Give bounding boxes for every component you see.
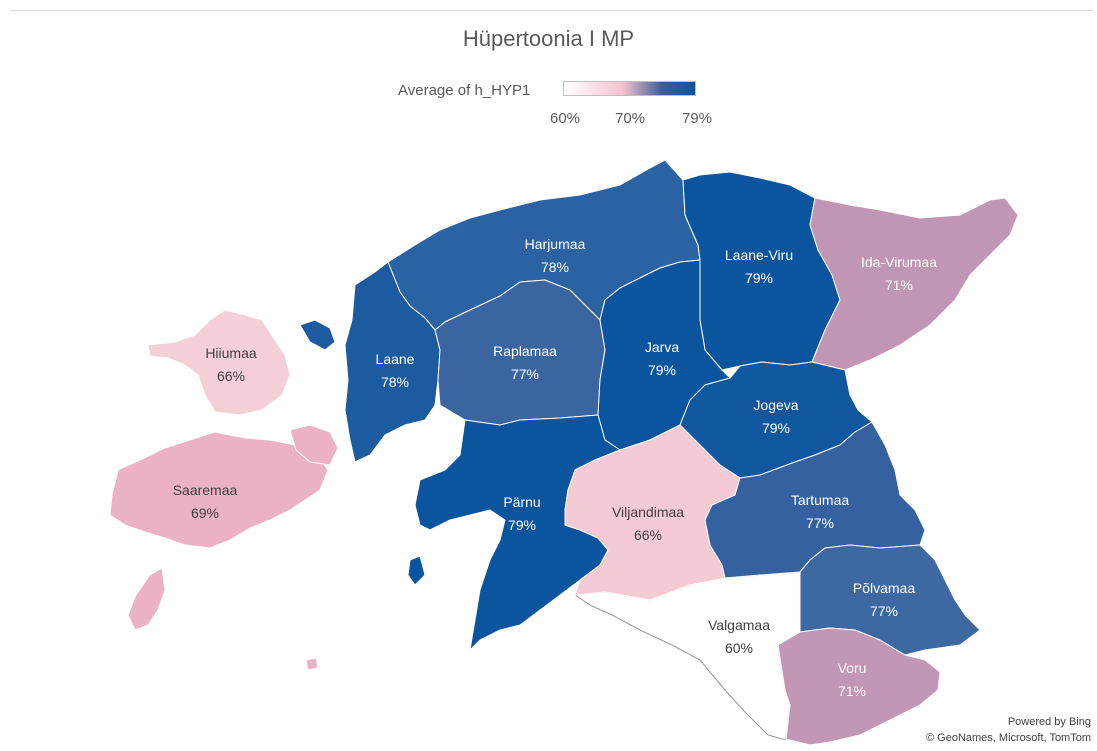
region-hiiumaa[interactable]: [147, 309, 291, 416]
legend-color-scale: [563, 81, 696, 96]
region-saaremaa[interactable]: [289, 424, 339, 466]
region-saaremaa[interactable]: [305, 657, 319, 671]
map-credit-sources: © GeoNames, Microsoft, TomTom: [926, 732, 1091, 744]
region-value-tartumaa: 77%: [806, 515, 834, 531]
region-value-jogeva: 79%: [762, 420, 790, 436]
region-name-parnu: Pärnu: [503, 494, 540, 510]
region-name-laane-viru: Laane-Viru: [725, 247, 793, 263]
region-laane[interactable]: [299, 319, 336, 351]
region-value-harjumaa: 78%: [541, 259, 569, 275]
map-credit-bing: Powered by Bing: [1007, 716, 1091, 728]
region-name-valgamaa: Valgamaa: [708, 617, 770, 633]
region-value-raplamaa: 77%: [511, 366, 539, 382]
region-name-harjumaa: Harjumaa: [525, 236, 586, 252]
region-saaremaa[interactable]: [127, 567, 166, 631]
region-name-saaremaa: Saaremaa: [173, 482, 238, 498]
region-value-laane: 78%: [381, 374, 409, 390]
map-title: Hüpertoonia I MP: [462, 26, 635, 51]
region-ida-virumaa[interactable]: [809, 197, 1019, 371]
region-name-jarva: Jarva: [645, 339, 679, 355]
region-value-jarva: 79%: [648, 362, 676, 378]
region-name-ida-virumaa: Ida-Virumaa: [861, 254, 937, 270]
legend-tick-max: 79%: [681, 110, 713, 127]
region-valgamaa[interactable]: [574, 571, 801, 741]
region-voru[interactable]: [777, 627, 941, 746]
legend-tick-mid: 70%: [614, 110, 646, 127]
region-name-polvamaa: Põlvamaa: [853, 580, 915, 596]
region-parnu[interactable]: [407, 555, 426, 586]
region-value-voru: 71%: [838, 683, 866, 699]
region-name-voru: Voru: [838, 660, 867, 676]
region-name-viljandimaa: Viljandimaa: [612, 504, 684, 520]
region-value-hiiumaa: 66%: [217, 368, 245, 384]
region-value-saaremaa: 69%: [191, 505, 219, 521]
region-value-parnu: 79%: [508, 517, 536, 533]
region-name-jogeva: Jogeva: [753, 397, 798, 413]
region-name-hiiumaa: Hiiumaa: [205, 345, 257, 361]
legend-title: Average of h_HYP1: [398, 82, 531, 99]
region-saaremaa[interactable]: [109, 431, 329, 549]
legend-tick-min: 60%: [549, 110, 581, 127]
region-value-viljandimaa: 66%: [634, 527, 662, 543]
region-value-polvamaa: 77%: [870, 603, 898, 619]
region-value-valgamaa: 60%: [725, 640, 753, 656]
region-value-laane-viru: 79%: [745, 270, 773, 286]
region-laane[interactable]: [344, 261, 441, 463]
region-name-tartumaa: Tartumaa: [791, 492, 850, 508]
region-value-ida-virumaa: 71%: [885, 277, 913, 293]
chart-border: [10, 10, 1093, 11]
region-name-raplamaa: Raplamaa: [493, 343, 557, 359]
region-name-laane: Laane: [376, 351, 415, 367]
